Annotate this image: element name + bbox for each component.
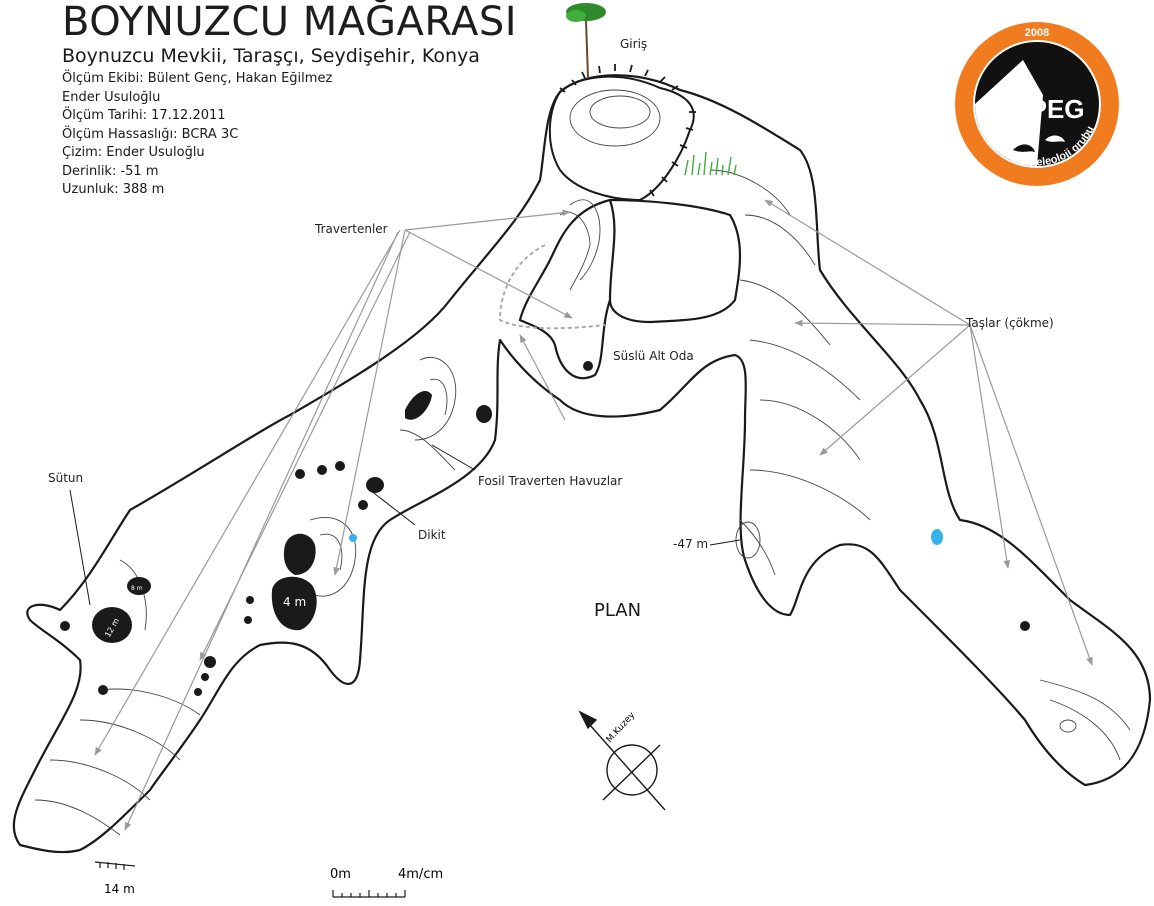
column-label: Sütun xyxy=(48,471,84,485)
survey-team: Ölçüm Ekibi: Bülent Genç, Hakan Eğilmez xyxy=(62,71,333,86)
grass-icon xyxy=(684,151,737,176)
aspeg-logo: ASPEG 2008 anadolu speleoloji grubu xyxy=(955,22,1119,186)
map-title: BOYNUZCU MAĞARASI xyxy=(62,0,518,45)
scale-unit: 4m/cm xyxy=(398,867,443,882)
entrance-label: Giriş xyxy=(620,37,648,51)
survey-date: Ölçüm Tarihi: 17.12.2011 xyxy=(62,108,226,123)
survey-grade: Ölçüm Hassaslığı: BCRA 3C xyxy=(62,126,239,142)
callout-lines xyxy=(69,444,741,606)
location-subtitle: Boynuzcu Mevkii, Taraşçı, Seydişehir, Ko… xyxy=(62,45,480,67)
survey-info: Ölçüm Ekibi: Bülent Genç, Hakan Eğilmez … xyxy=(62,70,332,200)
cave-inner-wall xyxy=(518,198,616,380)
tree-icon xyxy=(566,3,606,79)
label-arrows xyxy=(94,199,1093,831)
stalagmite-label: Dikit xyxy=(418,528,446,542)
depth-14-marker xyxy=(94,861,136,870)
lower-level-outline xyxy=(498,244,606,330)
cave-outline xyxy=(12,74,1152,854)
water-pools xyxy=(349,529,943,545)
depth-14m: 14 m xyxy=(104,882,135,896)
survey-team-2: Ender Usuloğlu xyxy=(62,89,161,105)
north-arrow xyxy=(578,710,666,811)
north-label: M.Kuzey xyxy=(605,710,638,745)
depth-8m: 8 m xyxy=(131,585,143,592)
depth-47-label: -47 m xyxy=(673,537,709,551)
cave-length: Uzunluk: 388 m xyxy=(62,182,165,197)
entrance-pit xyxy=(548,75,695,202)
travertines-label: Travertenler xyxy=(315,222,388,236)
depth-4m: 4 m xyxy=(283,595,306,609)
cave-inner-wall-2 xyxy=(608,198,742,324)
rocks-collapse-label: Taşlar (çökme) xyxy=(966,316,1054,330)
scale-zero: 0m xyxy=(330,867,351,882)
drawing-author: Çizim: Ender Usuloğlu xyxy=(62,145,205,160)
scale-bar xyxy=(332,890,406,898)
logo-year: 2008 xyxy=(1025,27,1049,39)
entrance-hatch xyxy=(559,64,696,197)
decorated-room-label: Süslü Alt Oda xyxy=(613,349,694,363)
fossil-pools-label: Fosil Traverten Havuzlar xyxy=(478,474,623,488)
plan-label: PLAN xyxy=(594,600,642,621)
cave-depth: Derinlik: -51 m xyxy=(62,163,159,179)
boulders xyxy=(60,361,1030,696)
logo-name: ASPEG xyxy=(993,94,1084,124)
contour-lines xyxy=(34,89,1131,836)
